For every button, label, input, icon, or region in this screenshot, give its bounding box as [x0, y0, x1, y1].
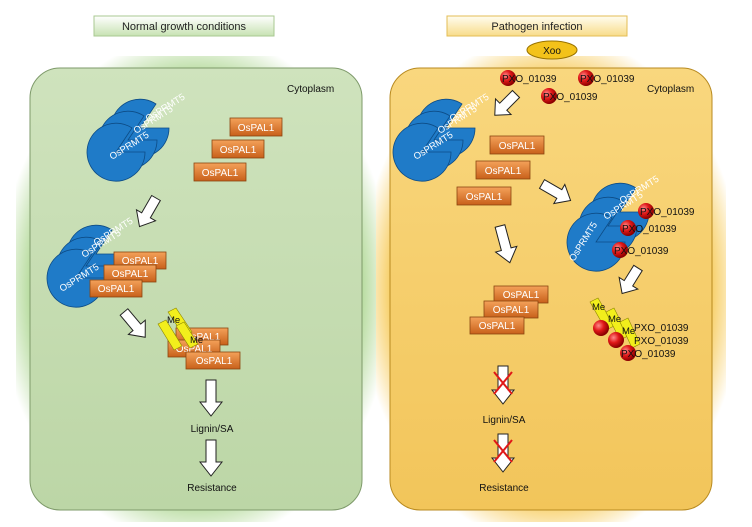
- pal-label: OsPAL1: [196, 356, 233, 367]
- pal-box: [89, 279, 143, 298]
- pal-box: [229, 117, 283, 137]
- pal-label: OsPAL1: [220, 145, 257, 156]
- effector-label: PXO_01039: [640, 207, 695, 218]
- blocked-arrow-icon: [490, 365, 516, 405]
- pal-box: [185, 351, 241, 370]
- pathogen-label: Xoo: [543, 46, 561, 57]
- left-compartment-label: Cytoplasm: [287, 84, 334, 95]
- effector-ball: [620, 345, 636, 361]
- pal-box: [475, 160, 531, 180]
- pal-label: OsPAL1: [479, 321, 516, 332]
- methyl-tag: [175, 321, 199, 349]
- pal-label: OsPAL1: [503, 290, 540, 301]
- pal-label: OsPAL1: [184, 332, 221, 343]
- effector-ball: [620, 220, 636, 236]
- pal-box: [469, 316, 525, 335]
- effector-ball: [541, 88, 557, 104]
- pal-label: OsPAL1: [493, 305, 530, 316]
- left-title-box: [93, 15, 275, 37]
- effector-label: PXO_01039: [614, 246, 669, 257]
- left-outcome-label: Resistance: [187, 483, 237, 494]
- pal-label: OsPAL1: [238, 123, 275, 134]
- arrow-down-icon: [538, 178, 572, 205]
- pal-box: [456, 186, 512, 206]
- enzyme-pacman: [566, 212, 626, 272]
- left-panel: Normal growth conditions Cytoplasm OsPRM…: [16, 15, 376, 522]
- enzyme-pacman: [86, 122, 146, 182]
- pal-label: OsPAL1: [98, 284, 135, 295]
- pal-label: OsPAL1: [499, 141, 536, 152]
- arrow-down-icon: [119, 308, 146, 338]
- effector-ball: [500, 70, 516, 86]
- arrow-down-icon: [494, 89, 521, 116]
- pal-box: [193, 162, 247, 182]
- arrow-down-icon: [198, 439, 224, 477]
- blocked-arrow-icon: [490, 433, 516, 473]
- methyl-label: Me: [608, 314, 621, 325]
- right-cell: [389, 67, 713, 511]
- xoo-pathogen: [526, 40, 578, 60]
- methyl-label: Me: [622, 326, 635, 337]
- pal-label: OsPAL1: [485, 166, 522, 177]
- effector-label: PXO_01039: [634, 323, 689, 334]
- effector-label: PXO_01039: [580, 74, 635, 85]
- methyl-tag: [157, 319, 183, 351]
- methyl-label: Me: [592, 302, 605, 313]
- arrow-down-icon: [494, 224, 518, 264]
- effector-ball: [612, 242, 628, 258]
- entering-effectors: PXO_01039 PXO_01039 PXO_01039: [500, 70, 635, 104]
- left-methylated-pal: OsPAL1 OsPAL1 OsPAL1 Me Me: [157, 307, 241, 370]
- effector-label: PXO_01039: [621, 349, 676, 360]
- left-complex: OsPRMT5 OsPRMT5 OsPRMT5 OsPAL1 OsPAL1 Os…: [46, 216, 167, 308]
- enzyme-pacman: [392, 122, 452, 182]
- right-compartment-label: Cytoplasm: [647, 84, 694, 95]
- effector-label: PXO_01039: [543, 92, 598, 103]
- right-complex: OsPRMT5 OsPRMT5 OsPRMT5 PXO_01039 PXO_01…: [566, 174, 695, 272]
- pal-label: OsPAL1: [466, 192, 503, 203]
- pal-box: [211, 139, 265, 159]
- pal-label: OsPAL1: [112, 269, 149, 280]
- effector-ball: [638, 203, 654, 219]
- arrow-down-icon: [135, 194, 162, 228]
- arrow-down-icon: [198, 379, 224, 417]
- methyl-label: Me: [190, 335, 203, 346]
- pal-label: OsPAL1: [122, 256, 159, 267]
- pal-box: [489, 135, 545, 155]
- pal-label: OsPAL1: [176, 344, 213, 355]
- effector-ball: [593, 320, 609, 336]
- left-product-label: Lignin/SA: [191, 424, 234, 435]
- arrow-down-icon: [618, 264, 643, 295]
- pal-label: OsPAL1: [202, 168, 239, 179]
- right-methylated-effectors: Me Me Me PXO_01039 PXO_01039 PXO_01039: [589, 297, 689, 361]
- left-ospal1-stack: OsPAL1 OsPAL1 OsPAL1: [193, 117, 283, 182]
- right-product-label: Lignin/SA: [483, 415, 526, 426]
- right-osprmt5-stack: OsPRMT5 OsPRMT5 OsPRMT5: [392, 92, 491, 182]
- right-outcome-label: Resistance: [479, 483, 529, 494]
- right-title-box: [446, 15, 628, 37]
- methyl-tag: [619, 317, 641, 349]
- effector-label: PXO_01039: [502, 74, 557, 85]
- effector-label: PXO_01039: [622, 224, 677, 235]
- right-panel-title: Pathogen infection: [491, 21, 582, 33]
- effector-ball: [578, 70, 594, 86]
- right-unmethylated-pal: OsPAL1 OsPAL1 OsPAL1: [469, 285, 549, 335]
- left-panel-title: Normal growth conditions: [122, 21, 247, 33]
- right-panel: Pathogen infection Xoo Cytoplasm PXO_010…: [376, 15, 726, 522]
- effector-ball: [608, 332, 624, 348]
- methyl-label: Me: [167, 315, 180, 326]
- right-ospal1-stack: OsPAL1 OsPAL1 OsPAL1: [456, 135, 545, 206]
- effector-label: PXO_01039: [634, 336, 689, 347]
